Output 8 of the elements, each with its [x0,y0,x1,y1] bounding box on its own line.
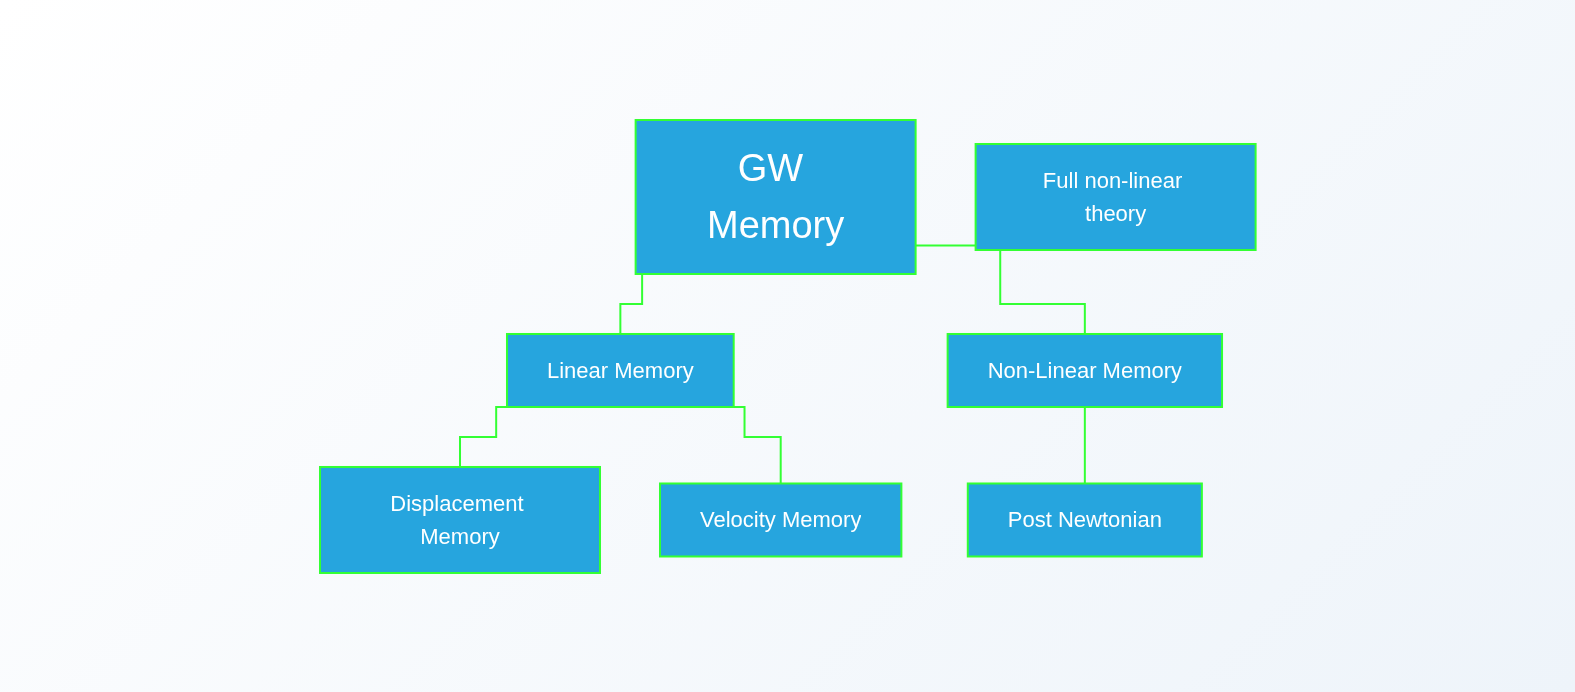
node-box: GW Memory [634,118,917,275]
node-box: Non-Linear Memory [946,332,1223,408]
node-box: Full non-linear theory [974,142,1257,251]
node-box: Velocity Memory [658,482,903,557]
node-box: Displacement Memory [318,465,601,574]
node-box: Linear Memory [505,332,735,408]
node-box: Post Newtonian [966,482,1203,557]
connector [1083,405,1086,484]
